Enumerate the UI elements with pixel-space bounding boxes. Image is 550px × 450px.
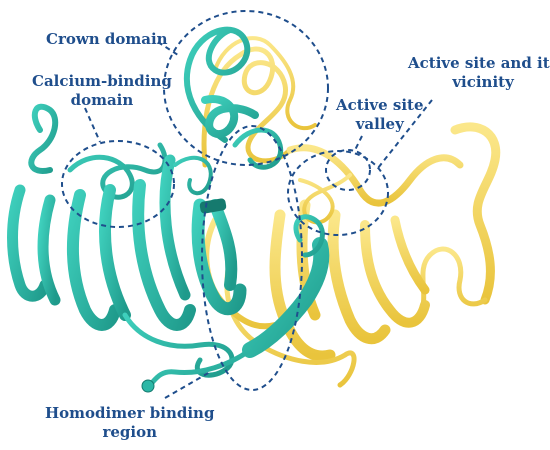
chain-a-sheet-5 [132,179,196,331]
active-site-valley-label: Active site valley [336,96,424,134]
chain-a-sheet-4 [99,184,131,321]
chain-a-sheet-6 [159,154,191,301]
chain-a-dark-band [199,198,227,214]
chain-a-left-arm [28,103,59,174]
chain-a-sheet-3 [67,189,121,331]
chain-a-dimer-helix [242,237,330,358]
chain-a-sheet-2 [37,194,61,306]
active-vicinity-leader-line [377,99,433,169]
active-site-vicinity-text-line2: vicinity [452,73,514,91]
chain-a-dimer-loop [293,214,325,258]
chain-a-sheet-1 [7,184,51,302]
chain-b-crown-loops [201,46,293,168]
chain-a-ribbon [7,26,330,388]
calcium-binding-label: Calcium-binding domain [32,72,172,110]
chain-a-calcium-loops [67,142,168,200]
crown-domain-ellipse [163,10,329,166]
chain-a-c-terminus [147,347,253,388]
active-site-valley-text-line1: Active site [336,96,424,114]
chain-b-upper-strands [286,144,464,207]
active-site-valley-ellipse [325,149,371,191]
active-site-vicinity-label: Active site and its vicinity [408,54,550,92]
homodimer-binding-label: Homodimer binding region [45,404,214,442]
crown-domain-text: Crown domain [46,30,168,48]
chain-b-sheet-3 [327,209,391,345]
active-site-vicinity-text-line1: Active site and its [408,54,550,72]
chain-a-front-sheet [209,199,238,291]
chain-b-sheet-5 [390,215,430,295]
chain-a-n-terminus-sphere [141,379,155,393]
chain-b-right-arm [450,122,501,305]
active-valley-leader-line [353,135,363,153]
homodimer-binding-text-line2: region [102,423,157,441]
crown-domain-label: Crown domain [46,30,168,49]
chain-a-crown-helix [201,95,259,138]
chain-b-crown-loop-2 [213,36,317,131]
calcium-leader-line [84,107,101,143]
homodimer-binding-text-line1: Homodimer binding [45,404,215,422]
crown-leader-line [157,41,179,56]
chain-b-sheet-4 [360,220,430,328]
homodimer-region-ellipse [201,125,303,391]
annotation-overlays [61,10,433,399]
chain-a-crown-loop [183,26,251,143]
chain-b-middle-loop [298,173,352,225]
calcium-binding-text-line2: domain [70,91,134,109]
chain-a-mid-loop [173,155,213,196]
calcium-binding-text-line1: Calcium-binding [32,72,172,90]
active-site-vicinity-ellipse [287,150,389,236]
chain-a-crown-right [232,127,284,170]
active-site-valley-text-line2: valley [355,115,404,133]
calcium-binding-ellipse [61,140,175,228]
chain-a-central-strand [191,198,247,316]
